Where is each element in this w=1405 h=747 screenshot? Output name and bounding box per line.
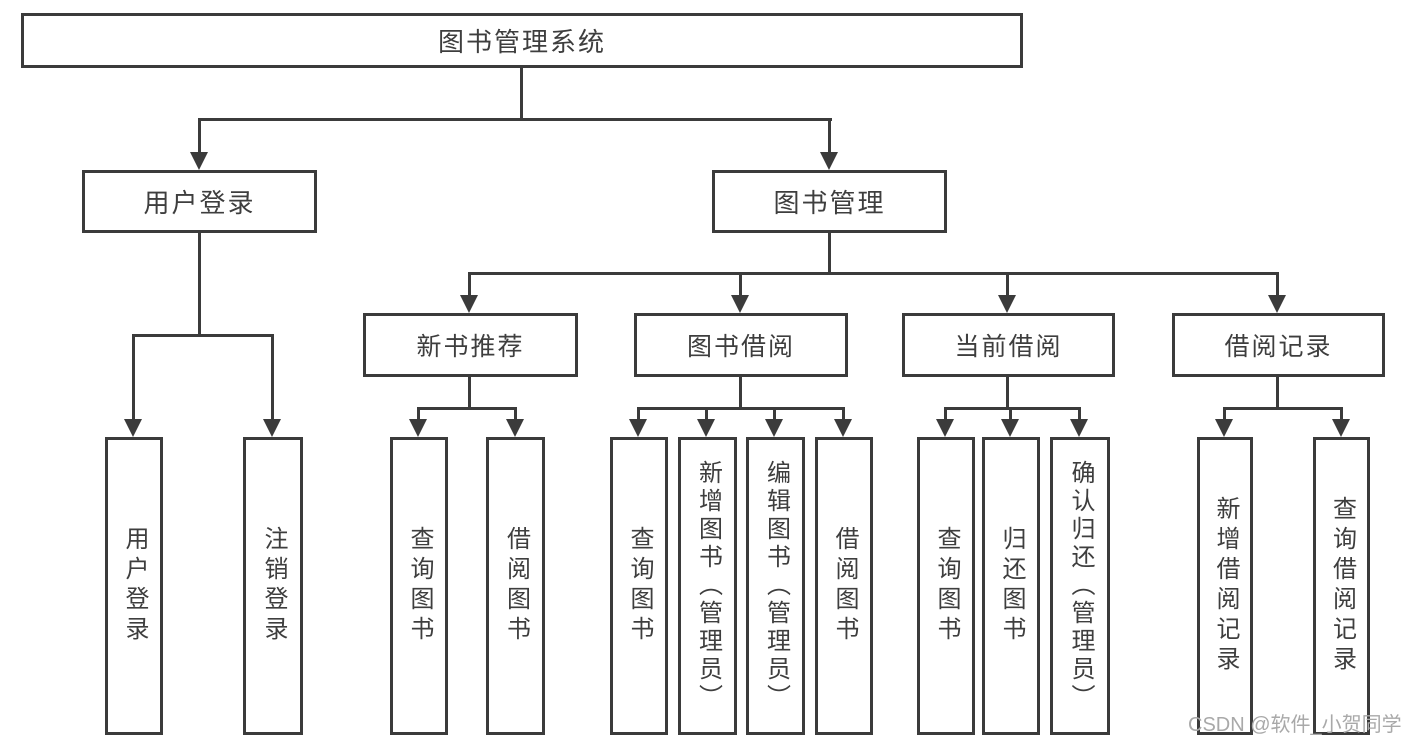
leaf-borrow-add-books-admin-label: 新增图书（管理员） [694,460,722,712]
arrowhead-down-icon [731,295,749,313]
node-book-management-label: 图书管理 [773,188,886,218]
connector-line [828,118,831,158]
connector-line [1006,377,1009,409]
node-root: 图书管理系统 [21,13,1023,68]
connector-line [1006,272,1009,298]
arrowhead-down-icon [124,419,142,437]
node-book-borrow-label: 图书借阅 [686,333,795,361]
arrowhead-down-icon [263,419,281,437]
node-borrow-records: 借阅记录 [1172,313,1385,377]
arrowhead-down-icon [936,419,954,437]
arrowhead-down-icon [697,419,715,437]
connector-line [468,377,471,409]
node-new-book-recommend: 新书推荐 [363,313,578,377]
leaf-current-query-books-label: 查询图书 [933,526,960,646]
connector-line [842,407,845,423]
connector-line [198,118,201,158]
arrowhead-down-icon [190,152,208,170]
connector-line [1223,407,1342,410]
node-new-book-recommend-label: 新书推荐 [416,333,525,361]
leaf-borrow-query-books-label: 查询图书 [626,526,653,646]
leaf-current-query-books: 查询图书 [917,437,975,735]
connector-line [468,272,471,298]
arrowhead-down-icon [629,419,647,437]
leaf-borrow-add-books-admin: 新增图书（管理员） [678,437,737,735]
connector-line [132,334,274,337]
leaf-recommend-borrow-books-label: 借阅图书 [502,526,530,646]
node-user-login: 用户登录 [82,170,317,233]
connector-line [132,334,135,422]
leaf-records-add-record: 新增借阅记录 [1197,437,1253,735]
connector-line [1009,407,1012,423]
node-book-borrow: 图书借阅 [634,313,848,377]
leaf-borrow-borrow-books-label: 借阅图书 [831,526,858,646]
connector-line [1223,407,1226,423]
arrowhead-down-icon [1332,419,1350,437]
arrowhead-down-icon [1268,295,1286,313]
leaf-records-query-record: 查询借阅记录 [1313,437,1370,735]
connector-line [1078,407,1081,423]
connector-line [417,407,517,410]
node-user-login-label: 用户登录 [143,188,256,218]
arrowhead-down-icon [834,419,852,437]
leaf-user-login-label: 用户登录 [121,526,148,646]
arrowhead-down-icon [1215,419,1233,437]
connector-line [739,377,742,409]
connector-line [520,68,523,120]
arrowhead-down-icon [1070,419,1088,437]
arrowhead-down-icon [820,152,838,170]
leaf-current-confirm-return-admin: 确认归还（管理员） [1050,437,1110,735]
node-borrow-records-label: 借阅记录 [1224,333,1333,361]
csdn-watermark: CSDN @软件_小贺同学 [1188,714,1402,736]
connector-line [944,407,947,423]
connector-line [514,407,517,423]
connector-line [637,407,640,423]
connector-line [198,118,832,121]
arrowhead-down-icon [506,419,524,437]
arrowhead-down-icon [409,419,427,437]
leaf-recommend-borrow-books: 借阅图书 [486,437,545,735]
leaf-logout: 注销登录 [243,437,303,735]
leaf-current-return-books-label: 归还图书 [998,526,1025,646]
leaf-borrow-query-books: 查询图书 [610,437,668,735]
node-current-borrow: 当前借阅 [902,313,1115,377]
connector-line [705,407,708,423]
leaf-records-query-record-label: 查询借阅记录 [1328,496,1356,676]
connector-line [468,272,1279,275]
connector-line [739,272,742,298]
connector-line [417,407,420,423]
connector-line [637,407,845,410]
arrowhead-down-icon [1001,419,1019,437]
connector-line [1276,272,1279,298]
connector-line [828,233,831,275]
node-root-label: 图书管理系统 [437,27,606,57]
leaf-borrow-edit-books-admin: 编辑图书（管理员） [746,437,805,735]
leaf-recommend-query-books-label: 查询图书 [406,526,433,646]
connector-line [1340,407,1343,423]
leaf-user-login: 用户登录 [105,437,163,735]
leaf-logout-label: 注销登录 [260,526,287,646]
arrowhead-down-icon [460,295,478,313]
node-current-borrow-label: 当前借阅 [954,333,1063,361]
leaf-borrow-edit-books-admin-label: 编辑图书（管理员） [762,460,790,712]
connector-line [271,334,274,422]
leaf-current-confirm-return-admin-label: 确认归还（管理员） [1067,460,1094,712]
leaf-recommend-query-books: 查询图书 [390,437,448,735]
connector-line [198,233,201,336]
connector-line [944,407,1081,410]
arrowhead-down-icon [765,419,783,437]
connector-line [773,407,776,423]
leaf-records-add-record-label: 新增借阅记录 [1212,496,1239,676]
node-book-management: 图书管理 [712,170,947,233]
connector-line [1276,377,1279,409]
leaf-borrow-borrow-books: 借阅图书 [815,437,873,735]
leaf-current-return-books: 归还图书 [982,437,1040,735]
arrowhead-down-icon [998,295,1016,313]
